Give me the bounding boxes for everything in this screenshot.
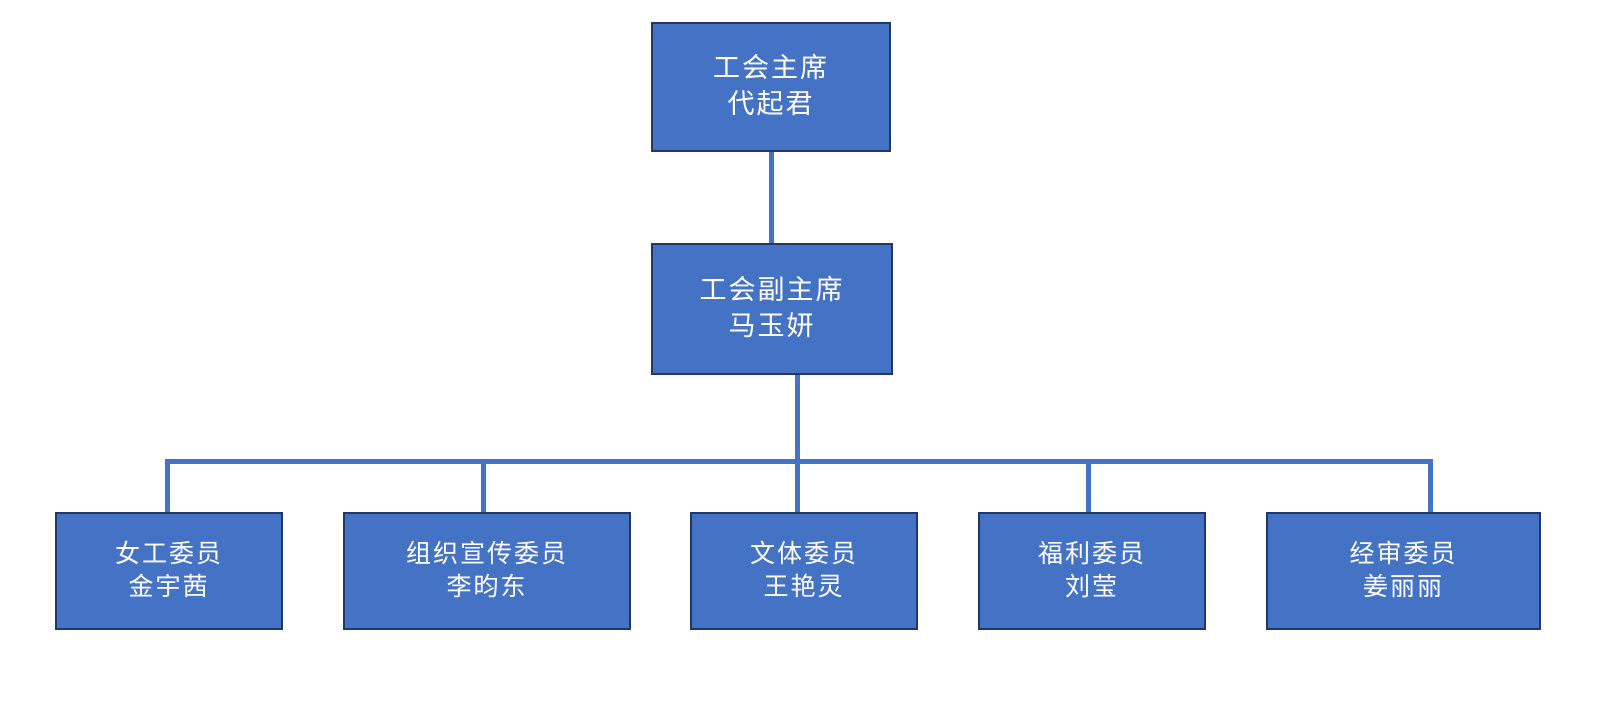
connector-chair-to-vice-chair	[769, 152, 774, 245]
node-vice-chair-title: 工会副主席	[699, 275, 845, 306]
connector-drop-welfare	[1086, 459, 1091, 514]
node-culture-sports-title: 文体委员	[749, 541, 858, 568]
connector-drop-audit	[1428, 459, 1433, 514]
node-audit-person: 姜丽丽	[1362, 574, 1444, 601]
node-organization-publicity-person: 李昀东	[446, 574, 528, 601]
node-welfare-person: 刘莹	[1064, 574, 1119, 601]
node-women-workers-title: 女工委员	[114, 541, 223, 568]
node-audit-title: 经审委员	[1349, 541, 1458, 568]
node-organization-publicity-committee[interactable]: 组织宣传委员 李昀东	[343, 512, 631, 630]
node-culture-sports-committee[interactable]: 文体委员 王艳灵	[690, 512, 918, 630]
node-women-workers-committee[interactable]: 女工委员 金宇茜	[55, 512, 283, 630]
node-chair[interactable]: 工会主席 代起君	[651, 22, 891, 152]
connector-vice-chair-stem	[795, 375, 800, 463]
node-welfare-committee[interactable]: 福利委员 刘莹	[978, 512, 1206, 630]
node-women-workers-person: 金宇茜	[128, 574, 210, 601]
connector-drop-culture-sports	[795, 459, 800, 514]
node-audit-committee[interactable]: 经审委员 姜丽丽	[1266, 512, 1541, 630]
node-vice-chair-person: 马玉妍	[728, 311, 816, 341]
connector-drop-women-workers	[165, 459, 170, 514]
node-culture-sports-person: 王艳灵	[763, 574, 845, 601]
node-chair-title: 工会主席	[713, 53, 829, 84]
node-vice-chair[interactable]: 工会副主席 马玉妍	[651, 243, 893, 375]
node-welfare-title: 福利委员	[1037, 541, 1146, 568]
node-chair-person: 代起君	[727, 89, 815, 119]
connector-drop-organization-publicity	[481, 459, 486, 514]
node-organization-publicity-title: 组织宣传委员	[405, 541, 568, 568]
